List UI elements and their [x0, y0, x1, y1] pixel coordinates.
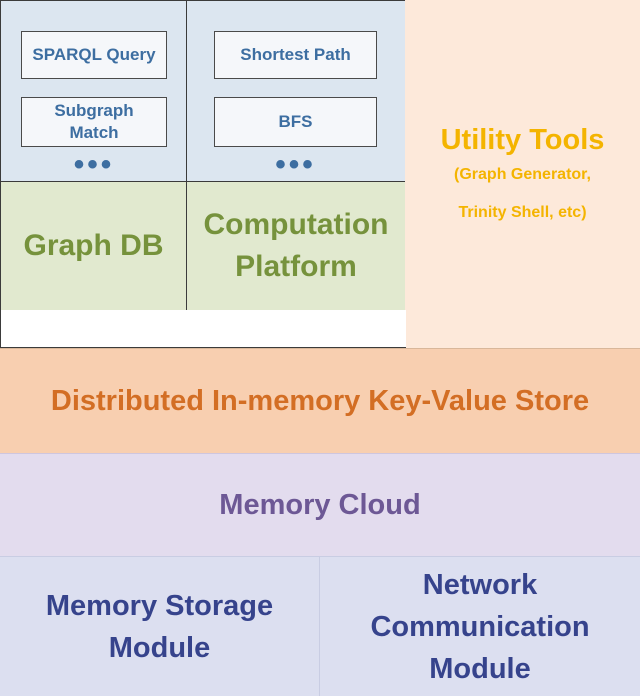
key-value-store-band: Distributed In-memory Key-Value Store: [0, 348, 640, 453]
sparql-query-label: SPARQL Query: [32, 45, 156, 64]
network-communication-module-label: Network Communication Module: [370, 568, 590, 685]
utility-tools-subtitle-line2: Trinity Shell, etc): [458, 204, 587, 221]
bottom-divider: [319, 556, 320, 696]
bfs-label: BFS: [278, 112, 313, 131]
computation-platform-title: Computation Platform: [203, 208, 389, 283]
computation-ellipsis: •••: [275, 148, 316, 181]
memory-storage-module-label: Memory Storage Module: [45, 589, 274, 664]
utility-tools-title: Utility Tools: [440, 123, 605, 156]
key-value-store-label: Distributed In-memory Key-Value Store: [50, 384, 590, 417]
memory-cloud-band: Memory Cloud: [0, 453, 640, 556]
graph-db-panel: Graph DB: [0, 181, 187, 311]
computation-platform-panel: Computation Platform: [186, 181, 406, 311]
upper-left-frame: [0, 310, 406, 348]
memory-storage-module-panel: Memory Storage Module: [0, 556, 319, 696]
shortest-path-label: Shortest Path: [240, 45, 351, 64]
memory-cloud-label: Memory Cloud: [219, 488, 421, 521]
subgraph-match-label: Subgraph Match: [54, 101, 134, 142]
utility-tools-panel: Utility Tools (Graph Generator, Trinity …: [405, 0, 640, 348]
computation-operations-panel: Shortest Path BFS •••: [186, 0, 406, 182]
graph-db-title: Graph DB: [23, 229, 164, 262]
shortest-path-box: Shortest Path: [214, 31, 377, 79]
sparql-query-box: SPARQL Query: [21, 31, 167, 79]
network-communication-module-panel: Network Communication Module: [320, 556, 640, 696]
subgraph-match-box: Subgraph Match: [21, 97, 167, 147]
utility-tools-subtitle-line1: (Graph Generator,: [454, 166, 591, 183]
graph-db-operations-panel: SPARQL Query Subgraph Match •••: [0, 0, 187, 182]
graph-db-ellipsis: •••: [73, 148, 115, 181]
bfs-box: BFS: [214, 97, 377, 147]
